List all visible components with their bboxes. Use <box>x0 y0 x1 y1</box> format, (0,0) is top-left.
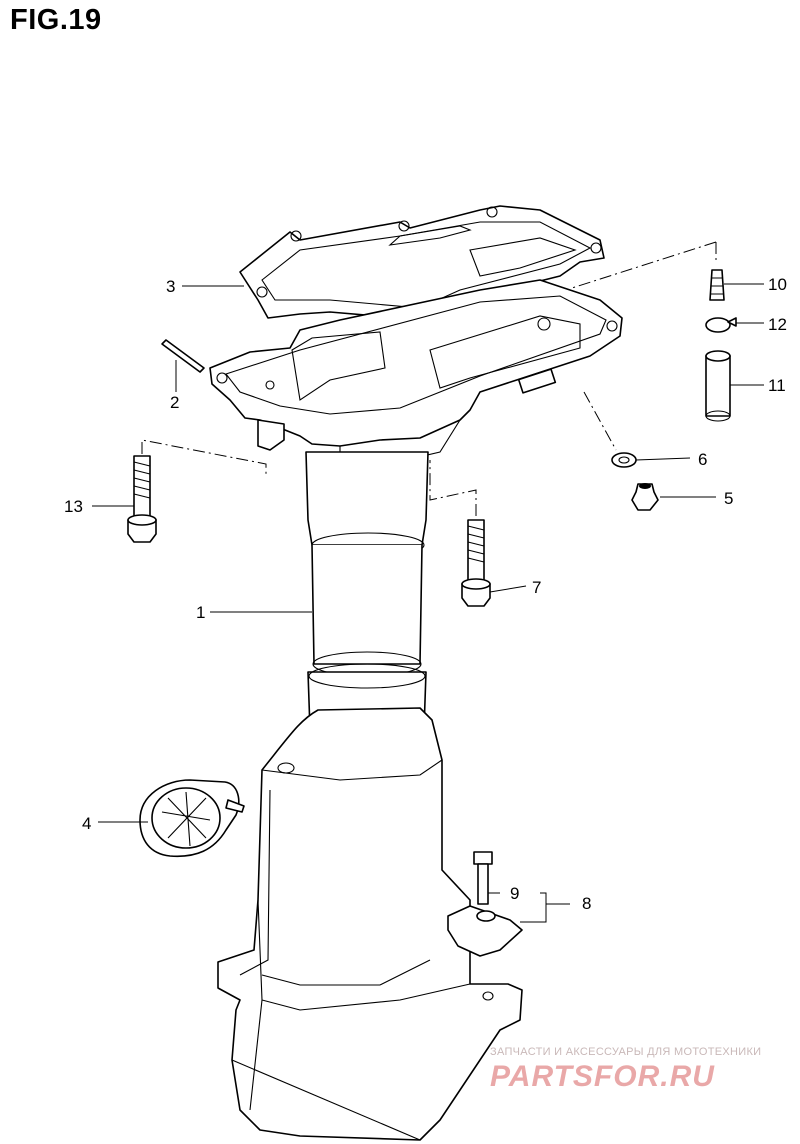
callout-3: 3 <box>166 277 175 296</box>
watermark-brand-logo: PARTSFOR.RU <box>490 1060 715 1093</box>
cover-part[interactable] <box>139 779 245 858</box>
washer-part[interactable] <box>611 452 637 468</box>
figure-title: FIG.19 <box>10 4 102 36</box>
leader-lines <box>92 283 764 923</box>
plug-part[interactable] <box>631 483 659 511</box>
callout-10: 10 <box>768 275 787 294</box>
callout-labels: 1 2 3 4 5 6 7 8 9 10 11 12 13 <box>64 275 787 913</box>
watermark-tagline: ЗАПЧАСТИ И АКСЕССУАРЫ ДЛЯ МОТОТЕХНИКИ <box>490 1046 762 1058</box>
tube-part[interactable] <box>705 350 731 422</box>
bolt-9-part[interactable] <box>473 851 493 905</box>
callout-2: 2 <box>170 393 179 412</box>
callout-5: 5 <box>724 489 733 508</box>
gasket-part[interactable] <box>239 205 605 326</box>
bolt-13-part[interactable] <box>127 455 157 543</box>
pin-part[interactable] <box>161 339 205 373</box>
assembly-lines <box>141 241 717 516</box>
callout-9: 9 <box>510 884 519 903</box>
callout-6: 6 <box>698 450 707 469</box>
nipple-part[interactable] <box>709 269 725 301</box>
anode-part[interactable] <box>447 905 523 957</box>
callout-11: 11 <box>768 376 786 395</box>
callout-4: 4 <box>82 814 91 833</box>
clip-part[interactable] <box>705 317 737 333</box>
callout-8: 8 <box>582 894 591 913</box>
callout-13: 13 <box>64 497 83 516</box>
callout-7: 7 <box>532 578 541 597</box>
callout-1: 1 <box>196 603 205 622</box>
driveshaft-housing-part[interactable] <box>217 451 523 1141</box>
bolt-7-part[interactable] <box>461 519 491 607</box>
callout-12: 12 <box>768 315 787 334</box>
